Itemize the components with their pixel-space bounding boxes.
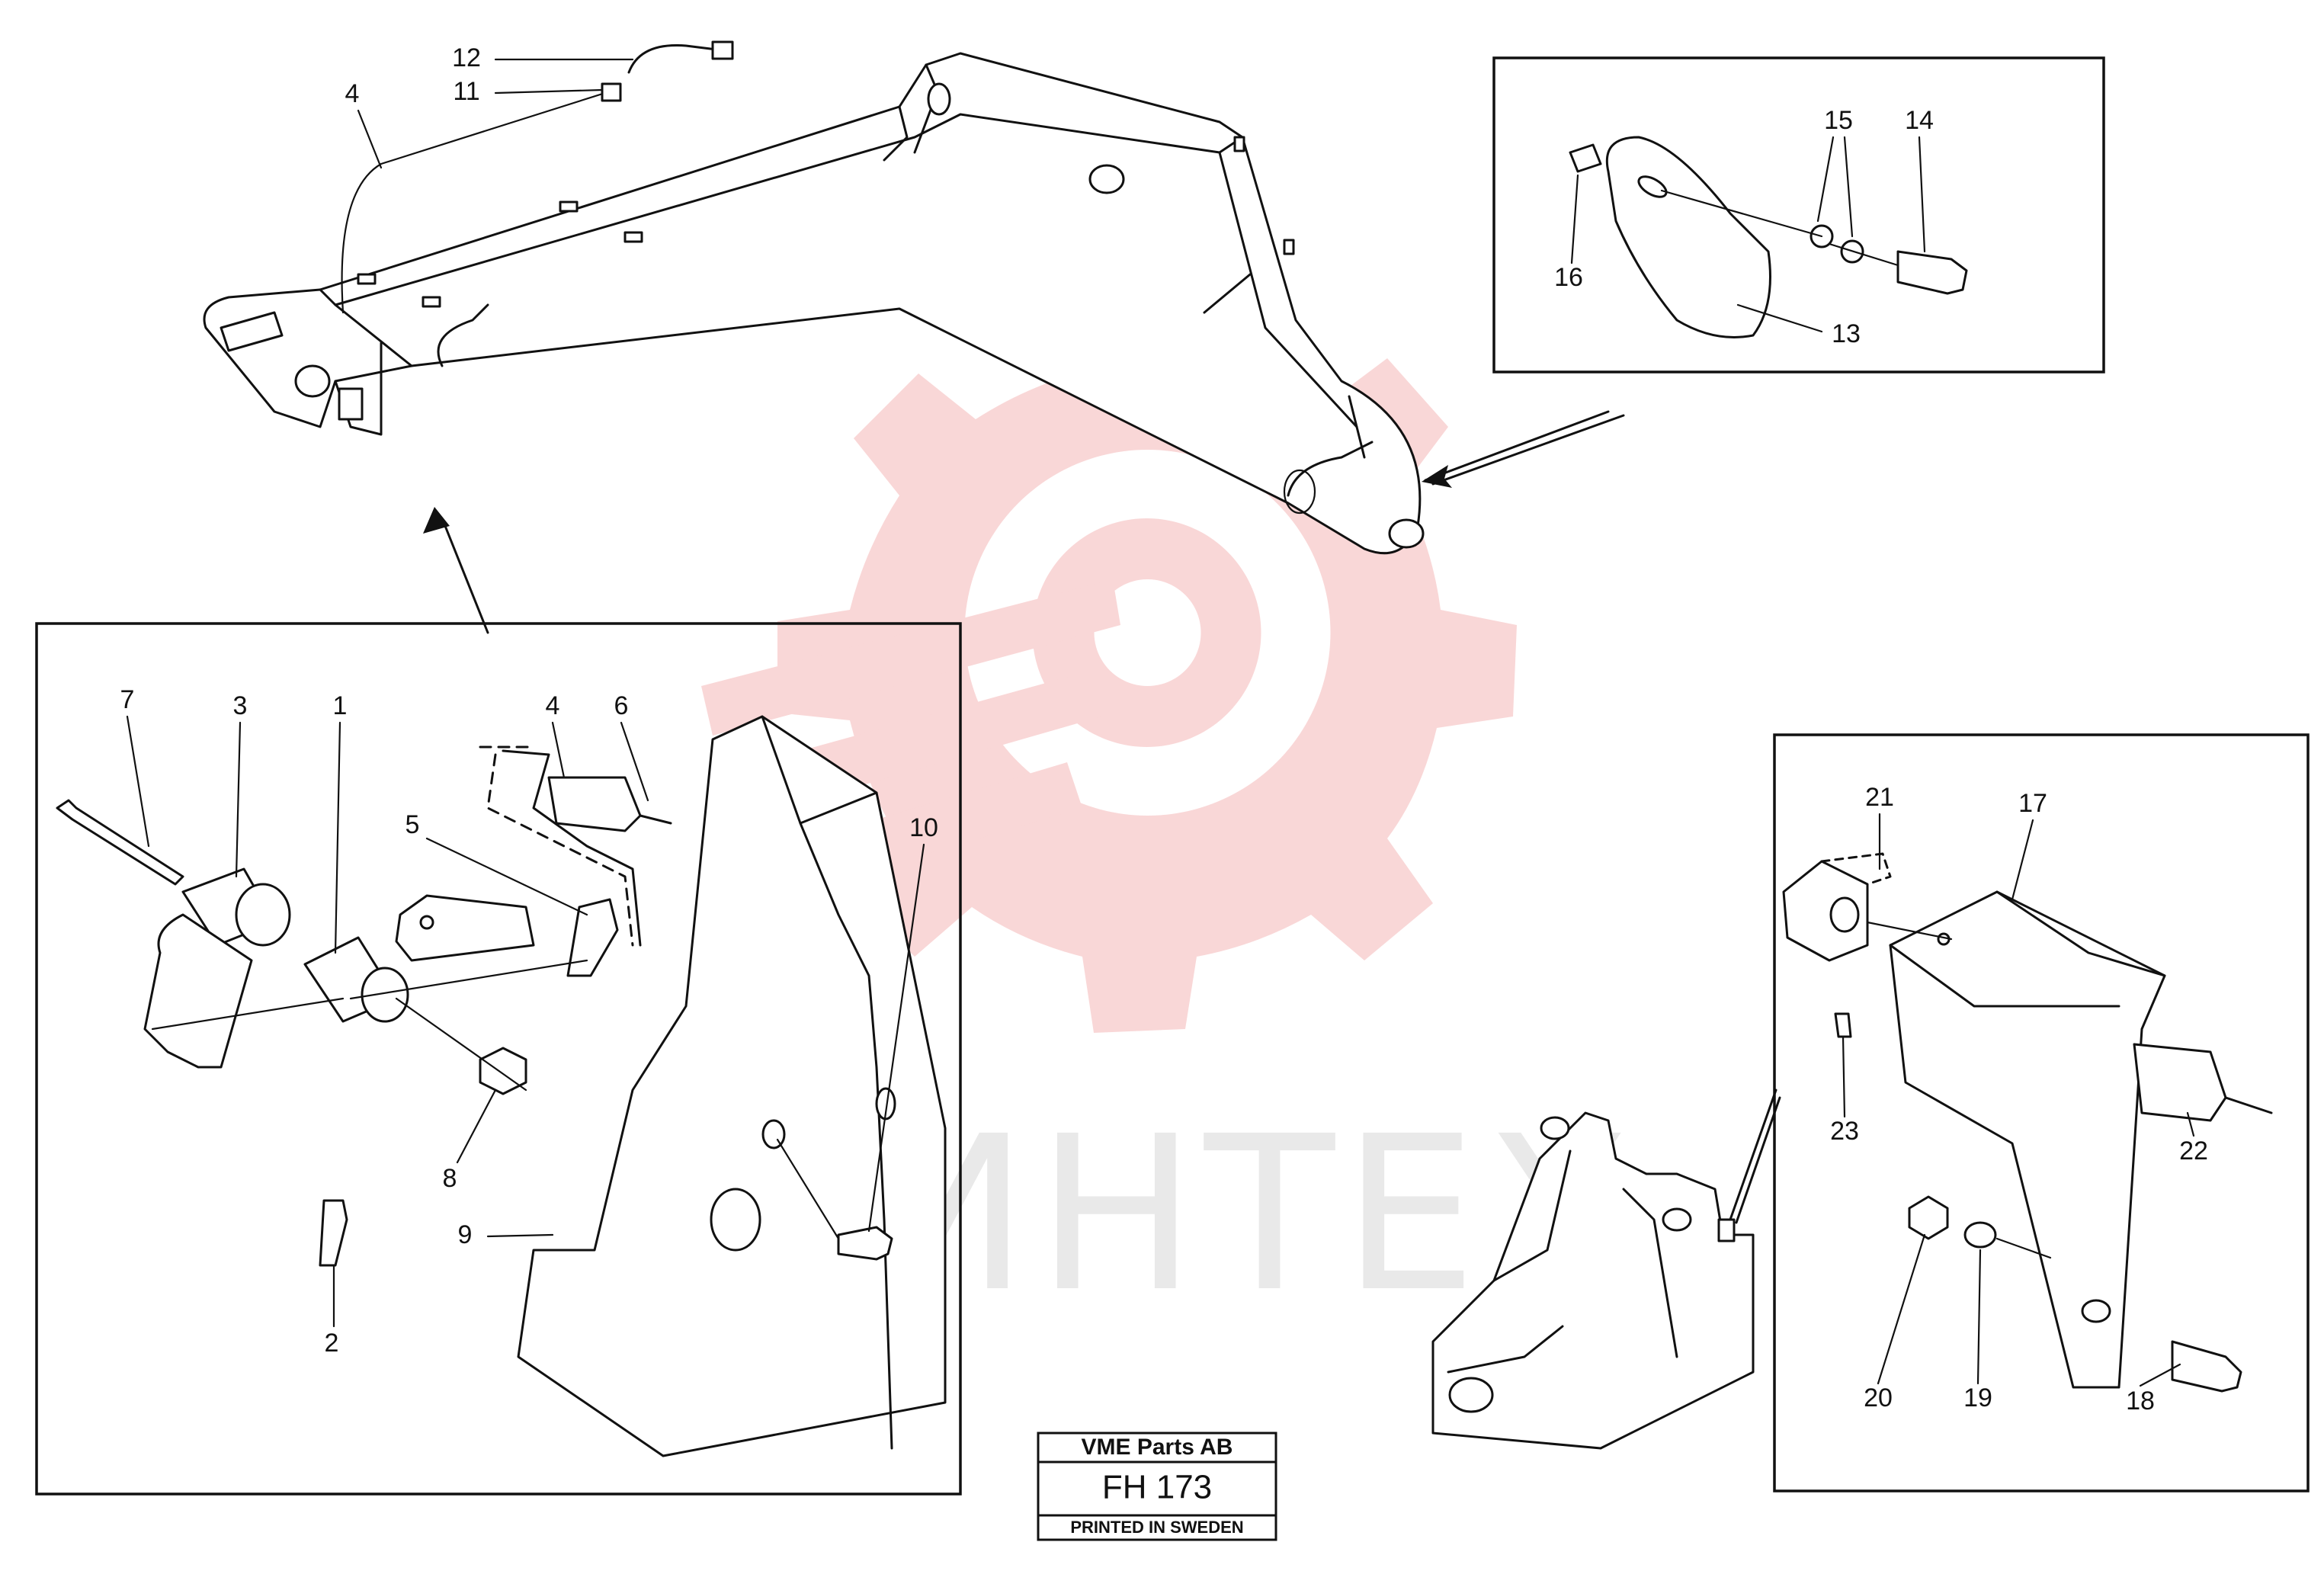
callout-12: 12 (452, 43, 481, 72)
callout-9: 9 (458, 1220, 473, 1249)
callout-5: 5 (405, 810, 420, 839)
arm-end-assembly (1431, 1088, 1781, 1450)
callout-23: 23 (1830, 1117, 1859, 1146)
title-printed: PRINTED IN SWEDEN (1070, 1518, 1243, 1537)
title-code: FH 173 (1102, 1469, 1212, 1506)
callout-3: 3 (233, 691, 248, 720)
boom-assembly (203, 40, 1625, 634)
detail-top-right-callouts: 15 14 16 13 (1554, 106, 1934, 348)
callout-13: 13 (1832, 319, 1861, 348)
callout-4-boom: 4 (345, 79, 360, 108)
title-company: VME Parts AB (1082, 1435, 1233, 1460)
callout-18: 18 (2126, 1387, 2155, 1416)
detail-bottom-right-callouts: 21 17 23 22 20 19 18 (1830, 783, 2208, 1416)
detail-box-top-right (1492, 56, 2105, 374)
callout-19: 19 (1963, 1383, 1992, 1412)
callout-6: 6 (614, 691, 629, 720)
callout-14: 14 (1905, 106, 1934, 135)
callout-10: 10 (909, 813, 938, 842)
detail-box-left (35, 622, 962, 1496)
callout-8: 8 (443, 1164, 457, 1193)
callout-22: 22 (2179, 1137, 2208, 1165)
callout-1: 1 (333, 691, 348, 720)
callout-20: 20 (1864, 1383, 1893, 1412)
callout-15: 15 (1824, 106, 1853, 135)
callout-7: 7 (120, 685, 135, 714)
callout-21: 21 (1865, 783, 1894, 812)
boom-callouts: 12 11 4 (345, 43, 634, 169)
callout-11: 11 (453, 77, 479, 106)
callout-4-detail: 4 (546, 691, 560, 720)
callout-16: 16 (1554, 263, 1583, 292)
title-block: VME Parts AB FH 173 PRINTED IN SWEDEN (1037, 1432, 1277, 1541)
detail-left-callouts: 7 3 1 4 6 5 10 8 9 2 (120, 685, 938, 1358)
callout-17: 17 (2018, 789, 2047, 818)
callout-2: 2 (325, 1329, 339, 1358)
detail-box-bottom-right (1773, 733, 2310, 1492)
